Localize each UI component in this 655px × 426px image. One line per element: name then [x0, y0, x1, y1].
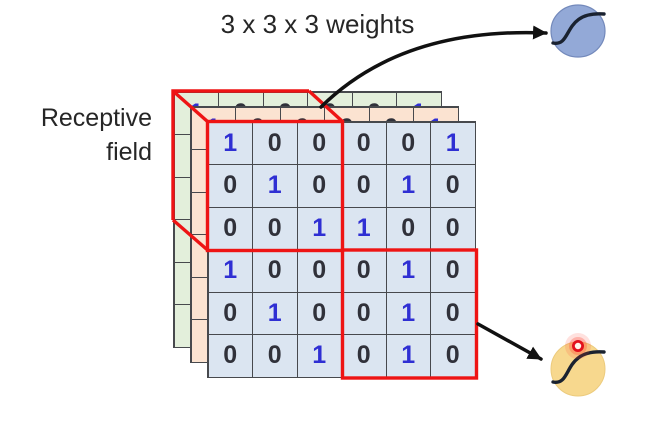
- grid-cell: 1: [253, 165, 297, 207]
- grid-cell: 0: [342, 292, 386, 334]
- grid-cell-value: 0: [223, 213, 238, 242]
- grid-cell-value: 0: [312, 256, 327, 285]
- grid-cell-value: 0: [445, 298, 460, 327]
- grid-cell-value: 1: [356, 213, 371, 242]
- grid-cell: 1: [253, 292, 297, 334]
- grid-cell: 0: [431, 250, 475, 292]
- grid-cell-value: 0: [356, 341, 371, 370]
- grid-cell-value: 0: [401, 128, 416, 157]
- grid-cell-value: 1: [401, 341, 416, 370]
- laser-pointer-dot: [565, 333, 591, 359]
- sigmoid-curve-icon: [551, 350, 606, 384]
- grid-cell-value: 1: [445, 128, 460, 157]
- grid-cell-value: 0: [445, 341, 460, 370]
- pointer-glow-outer: [565, 333, 591, 359]
- grid-cell: 0: [253, 122, 297, 164]
- grid-cell-value: 1: [267, 171, 282, 200]
- grid-cell: 0: [386, 207, 430, 249]
- grid-cell-value: 0: [445, 256, 460, 285]
- grid-cell-value: 0: [356, 171, 371, 200]
- grid-cell-value: 0: [267, 213, 282, 242]
- grid-cell-value: 0: [223, 171, 238, 200]
- grid-cell: 0: [297, 165, 341, 207]
- grid-cell: 0: [208, 165, 252, 207]
- grid-cell: 0: [208, 335, 252, 377]
- grid-cell-value: 0: [267, 256, 282, 285]
- grid-cell: 1: [386, 335, 430, 377]
- grid-cell-value: 0: [267, 341, 282, 370]
- grid-cell-value: 1: [223, 256, 238, 285]
- grid-cell: 0: [297, 292, 341, 334]
- grid-cell: 0: [253, 207, 297, 249]
- top-neuron: [550, 4, 606, 58]
- grid-cell: 1: [208, 250, 252, 292]
- receptive-field-label: Receptive field: [40, 104, 152, 166]
- grid-cell: 0: [342, 122, 386, 164]
- sigmoid-curve-icon: [551, 12, 606, 45]
- grid-cell: 0: [431, 165, 475, 207]
- grid-cell: 1: [297, 207, 341, 249]
- grid-cell: 0: [253, 335, 297, 377]
- grid-cell: 0: [431, 335, 475, 377]
- grid-cell: 0: [253, 250, 297, 292]
- grid-cell: 1: [386, 165, 430, 207]
- grid-cell-value: 0: [312, 171, 327, 200]
- grid-cell: 1: [208, 122, 252, 164]
- grid-cell: 0: [297, 250, 341, 292]
- weights-label: 3 x 3 x 3 weights: [220, 9, 415, 39]
- grid-cell: 1: [431, 122, 475, 164]
- bottom-neuron: [550, 341, 606, 397]
- grid-cell: 0: [208, 207, 252, 249]
- grid-cell-value: 1: [312, 213, 327, 242]
- grid-cell: 0: [386, 122, 430, 164]
- grid-cell-value: 0: [312, 128, 327, 157]
- arrow-to-bottom-neuron: [476, 322, 543, 361]
- grid-cell: 1: [342, 207, 386, 249]
- grid-cell-value: 1: [267, 298, 282, 327]
- grid-cell: 1: [297, 335, 341, 377]
- grid-cell: 1: [386, 250, 430, 292]
- grid-cell-value: 0: [445, 213, 460, 242]
- grid-cell-value: 0: [223, 341, 238, 370]
- grid-cell: 0: [208, 292, 252, 334]
- grid-cell-value: 0: [312, 298, 327, 327]
- pointer-ring: [572, 339, 585, 352]
- grid-cell: 0: [297, 122, 341, 164]
- grid-cell: 0: [431, 207, 475, 249]
- grid-cell-value: 0: [267, 128, 282, 157]
- grid-cell-value: 1: [401, 298, 416, 327]
- grid-cell-value: 1: [401, 256, 416, 285]
- grid-cell-value: 0: [401, 213, 416, 242]
- grid-cell: 1: [386, 292, 430, 334]
- bottom-neuron-circle: [550, 341, 606, 397]
- grid-cell-value: 1: [223, 128, 238, 157]
- grid-cell-value: 1: [312, 341, 327, 370]
- top-neuron-circle: [550, 4, 606, 58]
- grid-cell-value: 0: [223, 298, 238, 327]
- grid-cell: 0: [342, 165, 386, 207]
- pointer-glow-inner: [569, 337, 587, 355]
- grid-cell-value: 0: [445, 171, 460, 200]
- grid-cell: 0: [342, 250, 386, 292]
- grid-cell-value: 0: [356, 256, 371, 285]
- grid-cell-value: 1: [401, 171, 416, 200]
- grid-cell: 0: [431, 292, 475, 334]
- grid-cell-value: 0: [356, 128, 371, 157]
- grid-cell: 0: [342, 335, 386, 377]
- grid-cell-value: 0: [356, 298, 371, 327]
